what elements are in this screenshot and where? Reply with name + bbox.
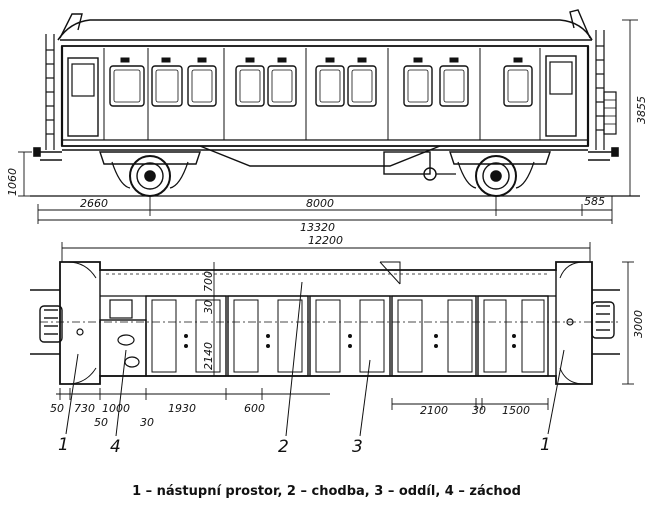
side-view-dimensions [18, 19, 638, 224]
side-view [30, 9, 640, 197]
dim-height-right: 3855 [635, 96, 648, 124]
right-end-ladder [595, 30, 605, 150]
dim-600: 600 [244, 402, 265, 415]
bogie-right [449, 151, 551, 197]
dim-30b: 30 [472, 404, 486, 417]
compartments [145, 295, 549, 377]
dim-bogie-offset: 2660 [80, 197, 108, 210]
underframe-truss [199, 145, 441, 167]
callout-toilet: 4 [110, 437, 121, 457]
roof-vent-right [569, 9, 591, 39]
seat-benches [151, 299, 545, 373]
callout-corridor: 2 [278, 437, 289, 457]
buffers-right [588, 147, 619, 161]
dim-30a: 30 [140, 416, 154, 429]
dim-length-over-buffers: 13320 [300, 221, 335, 234]
side-windows [109, 65, 533, 107]
roof-vent-left [59, 13, 83, 39]
dim-body-length: 12200 [308, 234, 343, 247]
callout-entrance-left: 1 [58, 435, 69, 455]
dim-bogie-pitch: 8000 [306, 197, 334, 210]
figure-caption: 1 – nástupní prostor, 2 – chodba, 3 – od… [132, 484, 521, 499]
dim-700: 700 [202, 271, 215, 292]
plan-bogie-left [39, 305, 63, 343]
plan-body-outline [59, 261, 593, 385]
dim-50a: 50 [50, 402, 64, 415]
door-right [545, 55, 577, 137]
plan-view-dimensions [56, 261, 634, 410]
battery-box [383, 151, 431, 175]
callout-compartment: 3 [352, 437, 363, 457]
door-left [67, 57, 99, 137]
left-end-ladder [45, 34, 55, 150]
plan-view [30, 261, 620, 385]
gangway-bellows [603, 91, 617, 135]
toilet-room [99, 319, 147, 377]
dim-1500: 1500 [502, 404, 530, 417]
dim-width: 3000 [632, 310, 645, 338]
buffers-left [33, 147, 62, 161]
dim-50b: 50 [94, 416, 108, 429]
dim-730: 730 [74, 402, 95, 415]
dim-2100: 2100 [420, 404, 448, 417]
callout-entrance-right: 1 [540, 435, 551, 455]
dim-30-vertical: 30 [202, 300, 215, 314]
dim-buffer-offset: 585 [584, 195, 605, 208]
bogie-left [99, 151, 201, 197]
callout-leaders [65, 281, 565, 437]
dim-height-left: 1060 [6, 168, 19, 196]
dim-1930: 1930 [168, 402, 196, 415]
roof-outline [57, 19, 593, 41]
plan-bogie-right [591, 301, 615, 339]
dim-2140: 2140 [202, 342, 215, 370]
dim-1000: 1000 [102, 402, 130, 415]
body-side [61, 45, 589, 147]
